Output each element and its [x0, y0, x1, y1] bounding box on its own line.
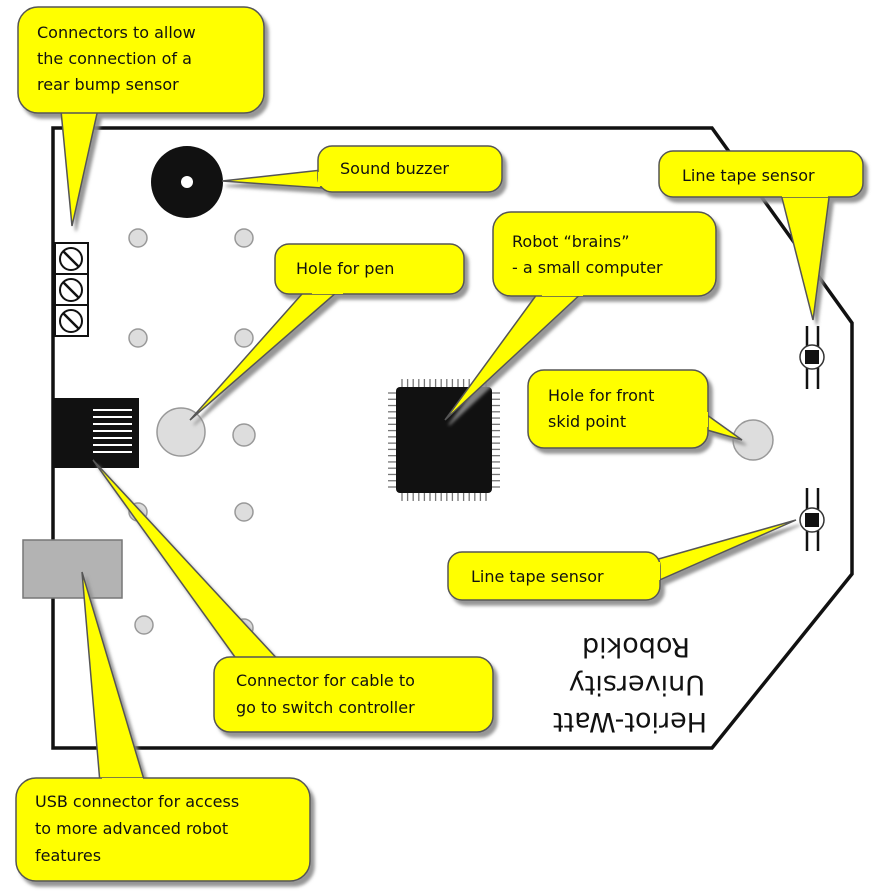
mounting-hole [234, 328, 254, 348]
line-sensor-icon [799, 488, 825, 551]
mounting-hole [134, 615, 154, 635]
mounting-hole [128, 328, 148, 348]
callout-text: the connection of a [37, 49, 192, 68]
callout-text: Sound buzzer [340, 159, 449, 178]
callout-text: - a small computer [512, 258, 663, 277]
callout-text: Line tape sensor [682, 166, 815, 185]
mounting-hole [234, 228, 254, 248]
callout-hole-for-pen [189, 243, 465, 421]
screw-terminal-icon [54, 242, 89, 337]
callout-line-tape-sensor-bottom [447, 519, 797, 601]
callout-text: Connectors to allow [37, 23, 196, 42]
callout-text: Hole for front [548, 386, 654, 405]
callout-text: Connector for cable to [236, 671, 415, 690]
mounting-hole [234, 502, 254, 522]
callout-line-tape-sensor-top [658, 150, 864, 321]
callout-text: Line tape sensor [471, 567, 604, 586]
callout-connectors-rear-bump [17, 6, 265, 227]
callout-text: features [35, 846, 101, 865]
ribbon-connector-icon [53, 398, 139, 468]
microchip-icon [388, 379, 500, 501]
board-label: Heriot-Watt University Robokid [553, 631, 707, 737]
board-label-line: Heriot-Watt [553, 706, 707, 737]
front-skid-hole [732, 419, 774, 461]
callout-text: Hole for pen [296, 259, 394, 278]
callout-usb-connector [15, 571, 311, 882]
mounting-hole [232, 423, 256, 447]
board-label-line: Robokid [582, 631, 690, 662]
mounting-hole [128, 228, 148, 248]
callout-text: skid point [548, 412, 626, 431]
callout-robot-brains [444, 211, 717, 421]
pen-hole [156, 407, 206, 457]
callout-sound-buzzer [221, 145, 503, 193]
buzzer-icon [151, 146, 223, 218]
board-label-line: University [569, 669, 705, 700]
callout-text: rear bump sensor [37, 75, 179, 94]
callout-text: USB connector for access [35, 792, 239, 811]
callout-text: Robot “brains” [512, 232, 630, 251]
usb-connector-icon [22, 539, 123, 599]
callout-hole-front-skid [527, 369, 743, 449]
callout-text: go to switch controller [236, 698, 415, 717]
mounting-holes [128, 228, 256, 638]
line-sensor-icon [799, 326, 825, 389]
callout-text: to more advanced robot [35, 819, 228, 838]
callout-connector-switch-cable [92, 459, 494, 733]
